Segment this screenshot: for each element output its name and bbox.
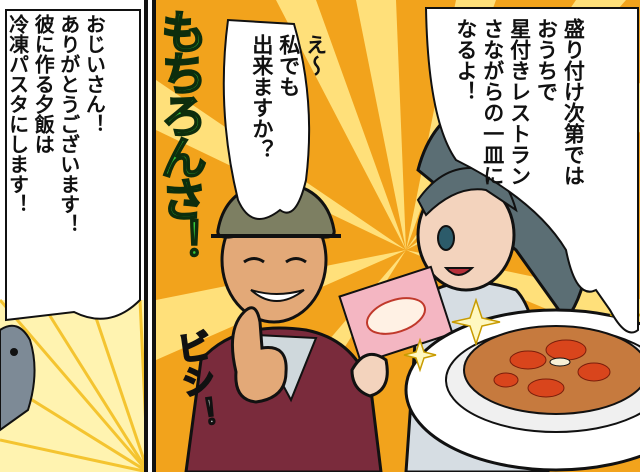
main-panel-art xyxy=(156,0,640,472)
main-panel: え〜 私でも 出来ますか？ 盛り付け次第では おうちで 星付きレストラン さなが… xyxy=(152,0,640,472)
woman-question-text: え〜 私でも 出来ますか？ xyxy=(249,34,328,160)
pasta-plate xyxy=(404,308,640,472)
left-panel-art xyxy=(0,9,144,472)
left-panel: おじいさん！ ありがとうございます！ 彼に作る夕飯は 冷凍パスタにします！ xyxy=(0,0,148,472)
old-man-figure xyxy=(184,180,383,472)
sfx-of-course: もちろんさ！ xyxy=(153,7,209,261)
left-speech-text: おじいさん！ ありがとうございます！ 彼に作る夕飯は 冷凍パスタにします！ xyxy=(5,14,107,234)
woman-statement-text: 盛り付け次第では おうちで 星付きレストラン さながらの一皿に なるよ！ xyxy=(453,18,586,186)
